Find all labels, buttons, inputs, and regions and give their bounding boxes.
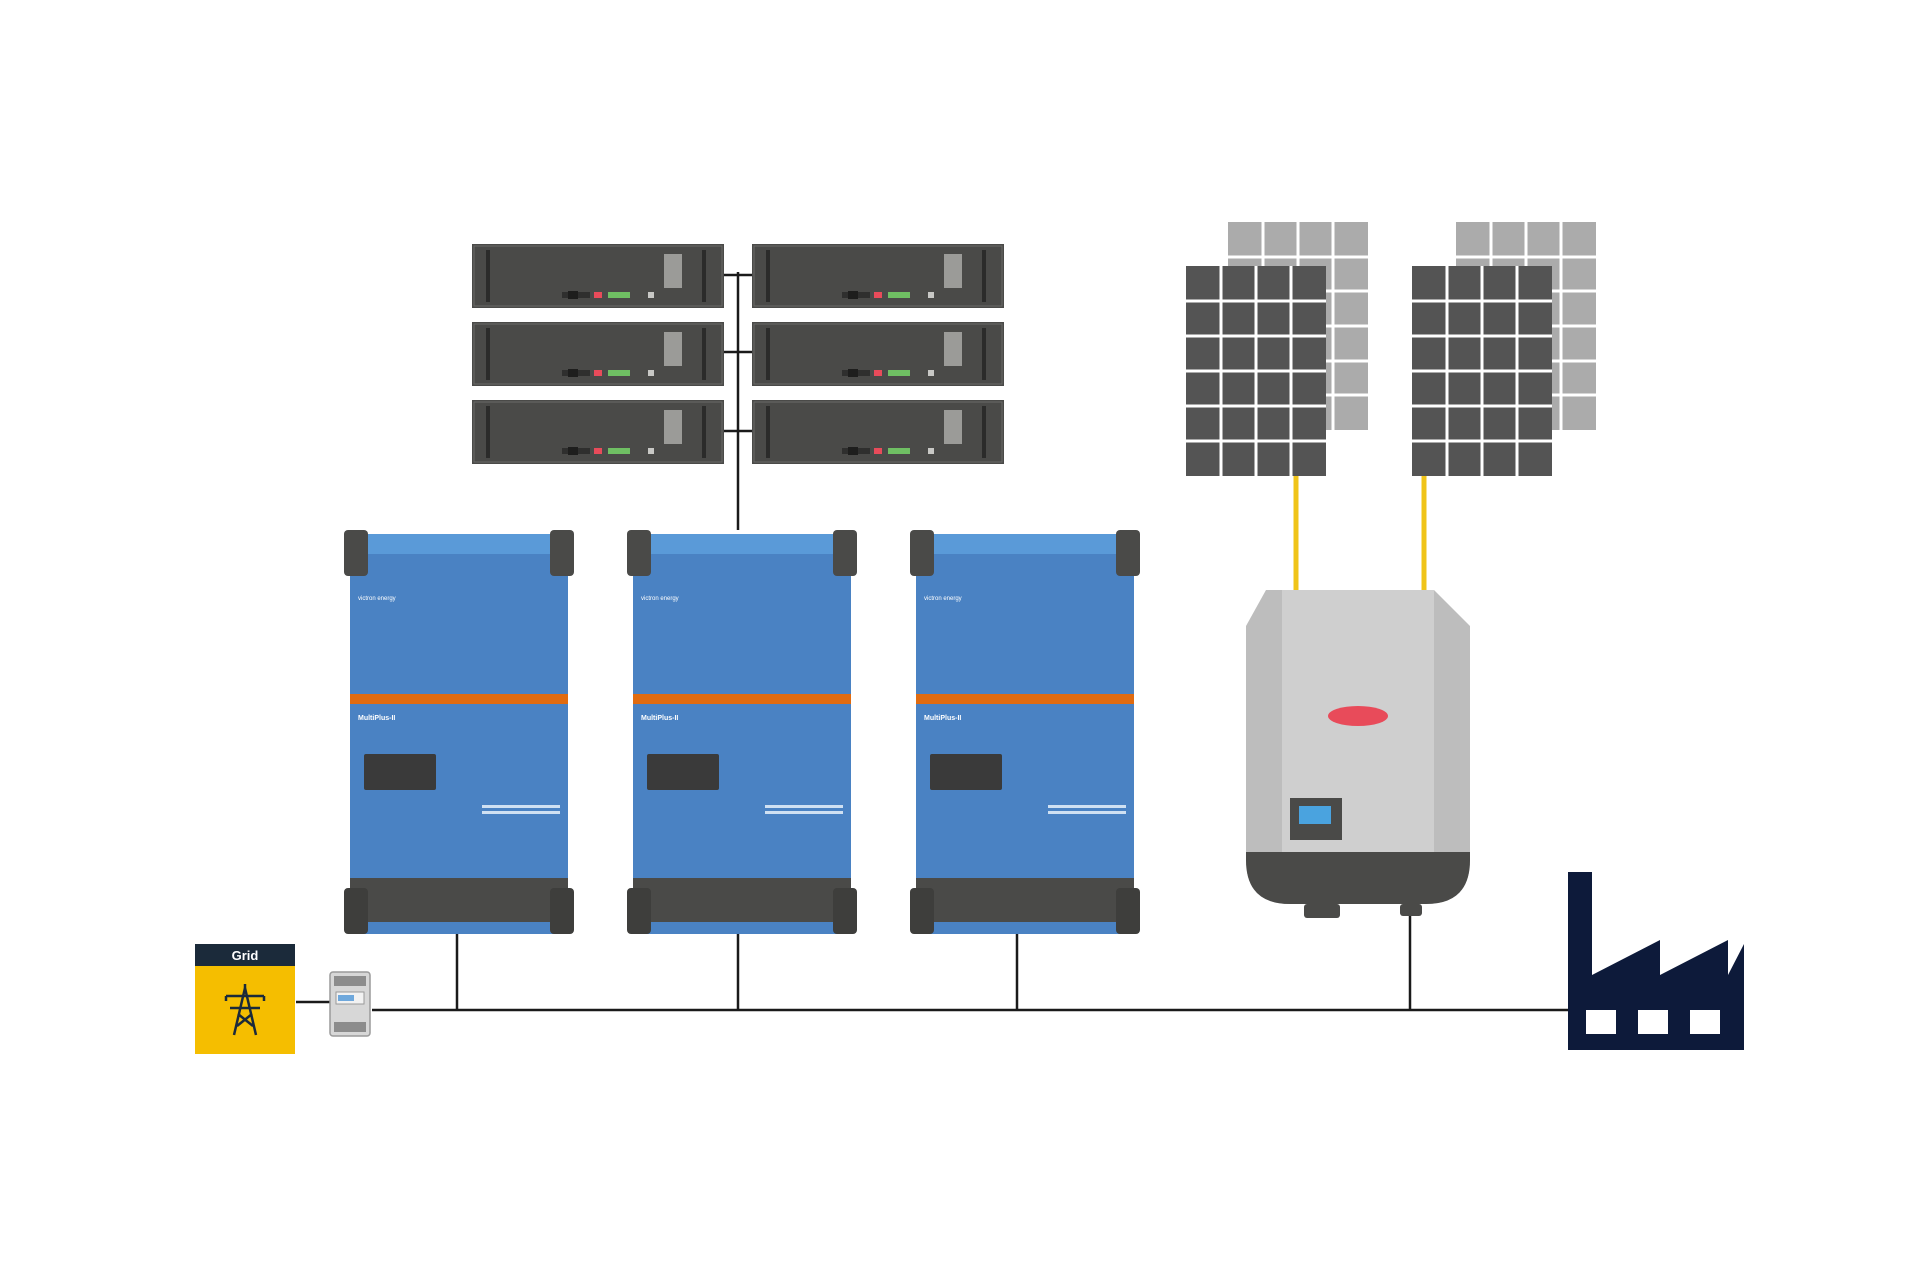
- battery-bank: [472, 244, 1004, 464]
- solar-cables: [1293, 476, 1427, 590]
- power-pylon-icon: [224, 984, 266, 1036]
- battery-module-icon: [472, 244, 724, 308]
- model-label: MultiPlus-II: [924, 715, 961, 722]
- solar-array-1: [1186, 222, 1368, 476]
- brand-text: victron energy: [924, 596, 962, 602]
- ac-bus-wiring: [296, 910, 1568, 1012]
- factory-icon: [1568, 872, 1744, 1050]
- solar-panel-icon: [1412, 266, 1552, 476]
- dc-battery-wiring: [724, 272, 752, 530]
- battery-module-icon: [752, 244, 1004, 308]
- solar-panel-icon: [1186, 266, 1326, 476]
- inverter-charger-unit: victron energy MultiPlus-II: [627, 530, 857, 934]
- battery-module-icon: [752, 400, 1004, 464]
- battery-module-icon: [472, 322, 724, 386]
- grid-box: Grid: [195, 944, 295, 1054]
- brand-text: victron energy: [641, 596, 679, 602]
- inverter-charger-unit: victron energy MultiPlus-II: [344, 530, 574, 934]
- solar-array-2: [1412, 222, 1596, 476]
- battery-module-icon: [752, 322, 1004, 386]
- pv-inverter-icon: [1246, 590, 1470, 918]
- battery-module-icon: [472, 400, 724, 464]
- energy-meter-icon: [329, 971, 371, 1037]
- inverter-charger-row: victron energy MultiPlus-II victron ener…: [344, 530, 1140, 934]
- model-label: MultiPlus-II: [641, 715, 678, 722]
- model-label: MultiPlus-II: [358, 715, 395, 722]
- grid-label: Grid: [232, 948, 259, 963]
- inverter-charger-unit: victron energy MultiPlus-II: [910, 530, 1140, 934]
- brand-text: victron energy: [358, 596, 396, 602]
